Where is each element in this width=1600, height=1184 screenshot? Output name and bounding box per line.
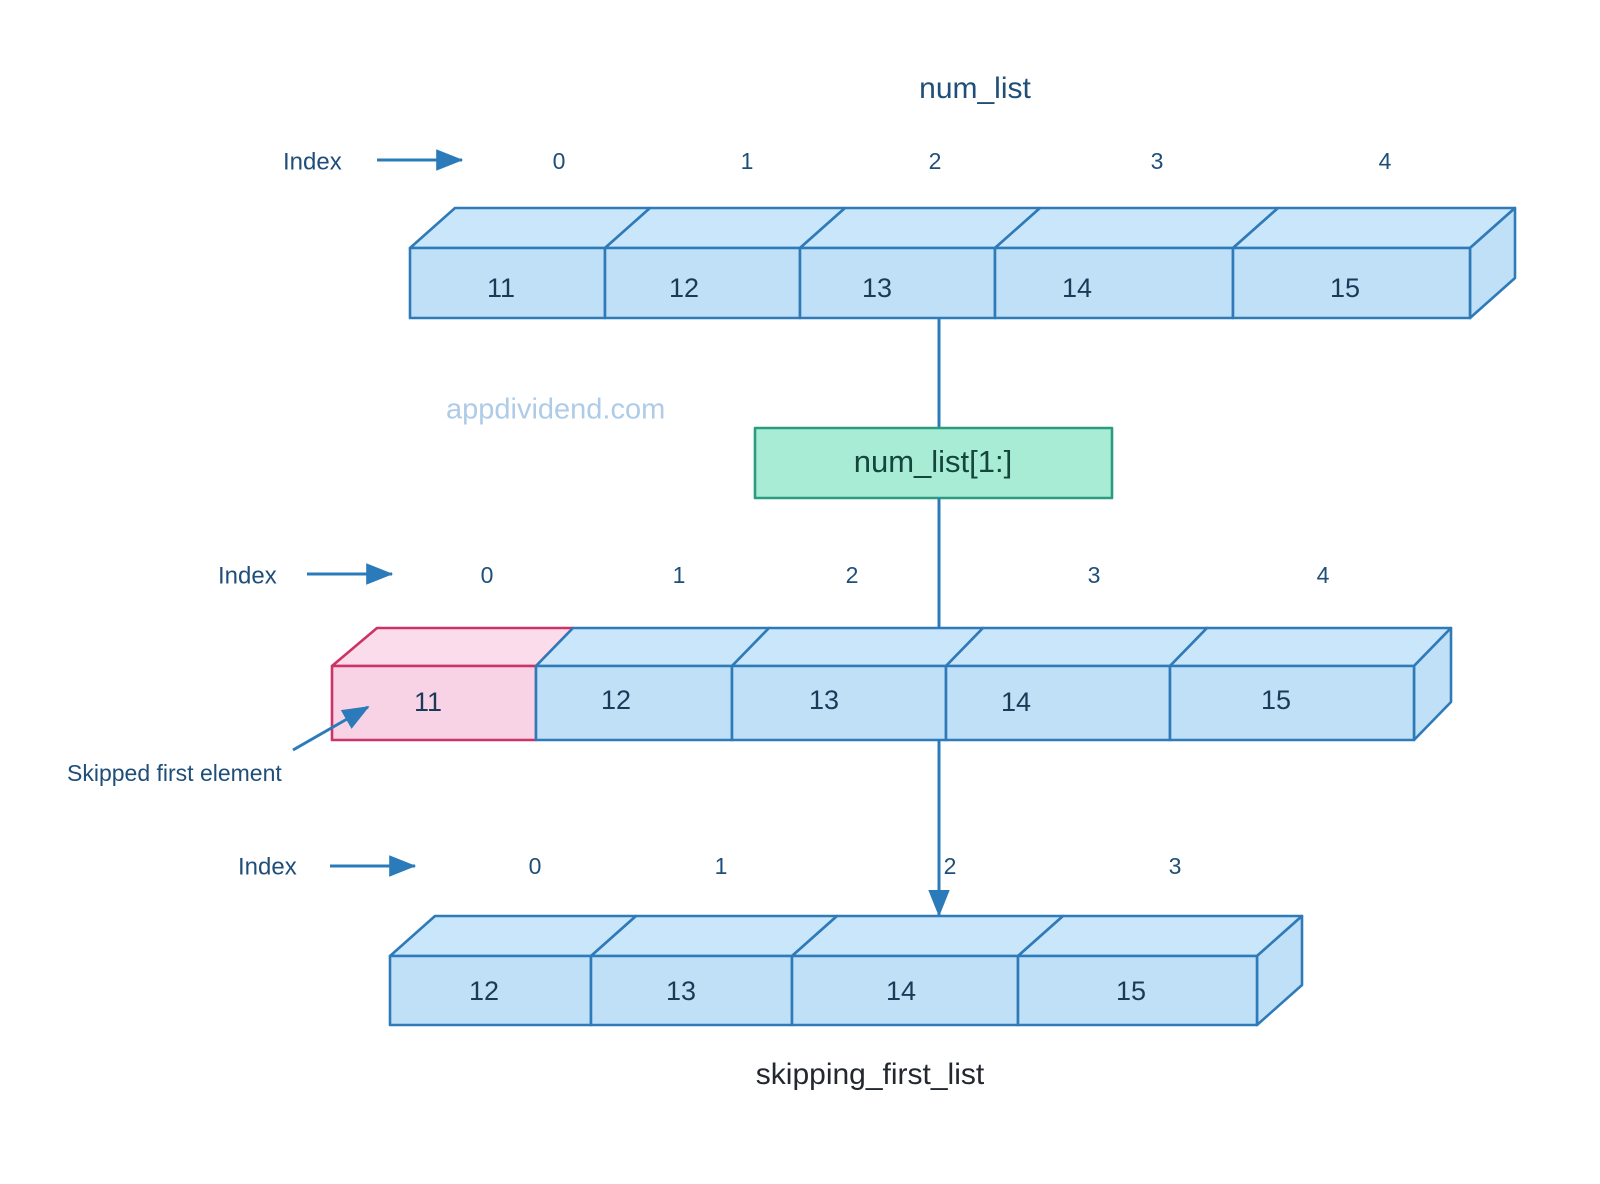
- result-value-0: 12: [469, 976, 499, 1006]
- skipped-element-note: Skipped first element: [67, 760, 282, 786]
- index-number-source-2: 2: [929, 148, 942, 174]
- result-value-2: 14: [886, 976, 916, 1006]
- source-cell-3-top: [993, 206, 1280, 250]
- source-cell-0: [408, 246, 607, 320]
- source-cell-3: [993, 246, 1235, 320]
- result-cell-1: [589, 954, 794, 1027]
- watermark: appdividend.com: [446, 394, 665, 426]
- index-number-source-3: 3: [1151, 148, 1164, 174]
- middle-value-3: 14: [1001, 687, 1031, 717]
- index-number-middle-4: 4: [1317, 562, 1330, 588]
- slice-expression: num_list[1:]: [854, 444, 1013, 479]
- source-value-4: 15: [1330, 273, 1360, 303]
- index-number-source-0: 0: [553, 148, 566, 174]
- index-number-result-1: 1: [715, 853, 728, 879]
- index-label-source: Index: [283, 148, 342, 175]
- index-number-source-1: 1: [741, 148, 754, 174]
- index-number-middle-1: 1: [673, 562, 686, 588]
- result-array-title: skipping_first_list: [756, 1058, 985, 1091]
- source-array-title: num_list: [919, 72, 1031, 105]
- slice-box: [753, 426, 1114, 500]
- index-number-middle-0: 0: [481, 562, 494, 588]
- middle-cell-3: [944, 664, 1172, 742]
- result-value-3: 15: [1116, 976, 1146, 1006]
- source-cell-2: [798, 246, 997, 320]
- index-number-middle-3: 3: [1088, 562, 1101, 588]
- middle-cell-4: [1168, 664, 1416, 742]
- source-cell-4: [1231, 246, 1472, 320]
- middle-cell-2-top: [730, 626, 985, 668]
- middle-cell-4-top: [1168, 626, 1453, 668]
- slice-operation-box: num_list[1:]: [753, 426, 1114, 500]
- source-value-1: 12: [669, 273, 699, 303]
- result-cell-3: [1016, 954, 1259, 1027]
- middle-cell-0-top: [330, 626, 575, 668]
- middle-value-4: 15: [1261, 685, 1291, 715]
- index-number-result-0: 0: [529, 853, 542, 879]
- middle-cell-1: [534, 664, 734, 742]
- middle-cell-2: [730, 664, 948, 742]
- source-value-2: 13: [862, 273, 892, 303]
- result-cell-3-top: [1016, 914, 1304, 958]
- middle-value-0: 11: [414, 687, 442, 717]
- middle-cell-1-top: [534, 626, 771, 668]
- index-label-middle: Index: [218, 562, 277, 589]
- result-cell-2-top: [790, 914, 1065, 958]
- index-number-middle-2: 2: [846, 562, 859, 588]
- index-number-result-3: 3: [1169, 853, 1182, 879]
- result-value-1: 13: [666, 976, 696, 1006]
- middle-value-2: 13: [809, 685, 839, 715]
- result-cell-0: [388, 954, 593, 1027]
- source-cell-4-top: [1231, 206, 1517, 250]
- source-value-0: 11: [487, 273, 515, 303]
- source-array: 11 12 13 14 15: [408, 206, 1517, 320]
- index-number-result-2: 2: [944, 853, 957, 879]
- middle-cell-3-top: [944, 626, 1209, 668]
- index-label-result: Index: [238, 853, 297, 880]
- source-cell-1: [603, 246, 802, 320]
- skipped-element-pointer: [292, 705, 370, 752]
- source-value-3: 14: [1062, 273, 1092, 303]
- result-array: 12 13 14 15: [388, 914, 1304, 1027]
- middle-value-1: 12: [601, 685, 631, 715]
- middle-array: 11 12 13 14 15: [330, 626, 1453, 742]
- index-number-source-4: 4: [1379, 148, 1392, 174]
